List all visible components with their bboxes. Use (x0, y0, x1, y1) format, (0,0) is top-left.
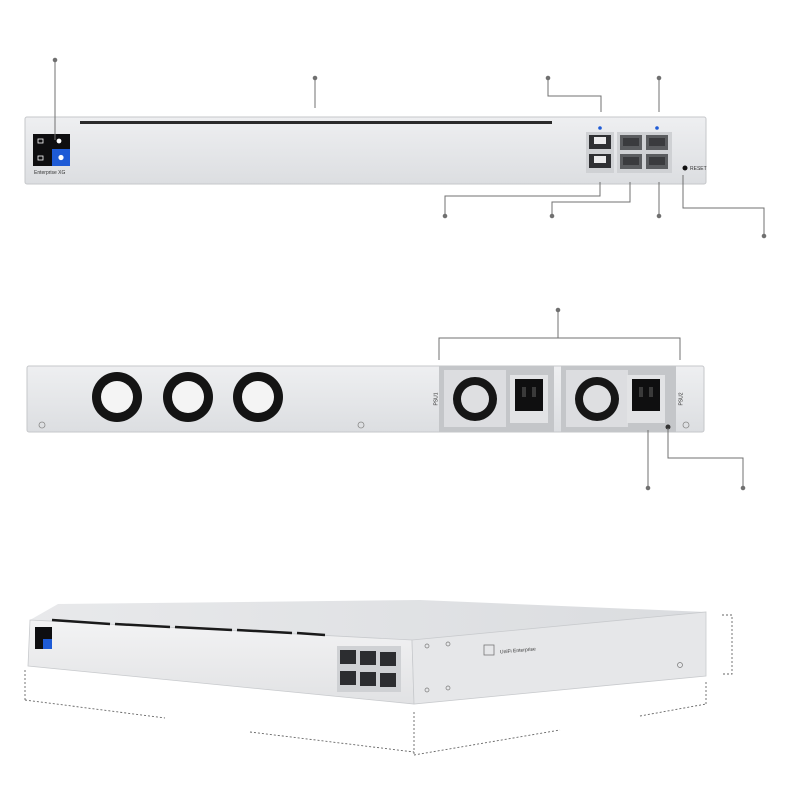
iso-side-face (411, 611, 707, 705)
front-sfp-cages (617, 132, 672, 173)
leader-lines (52, 57, 767, 491)
psu-label-1: PSU1 (433, 392, 440, 406)
iso-top-face (30, 600, 706, 640)
psu-label-2: PSU2 (678, 392, 685, 406)
iso-ports (337, 646, 401, 692)
rear-screws (38, 421, 690, 429)
iso-vent-slots (51, 618, 326, 637)
front-display-module (33, 134, 70, 166)
model-label: Enterprise XG (34, 170, 66, 176)
psu-module-2 (561, 366, 676, 432)
reset-label: RESET (690, 166, 707, 172)
iso-label-sticker (483, 644, 495, 656)
dimension-lines (24, 614, 733, 756)
front-chassis (24, 116, 707, 185)
rear-fans (92, 372, 283, 422)
iso-view (27, 600, 707, 705)
front-vent-slots (80, 121, 552, 124)
rear-panel (26, 365, 705, 433)
reset-button[interactable] (682, 165, 688, 171)
iso-display-module (35, 627, 52, 649)
psu-module-1 (439, 366, 554, 432)
front-rj45-ports (586, 132, 614, 173)
front-panel (24, 116, 707, 185)
iso-screws (424, 641, 683, 693)
